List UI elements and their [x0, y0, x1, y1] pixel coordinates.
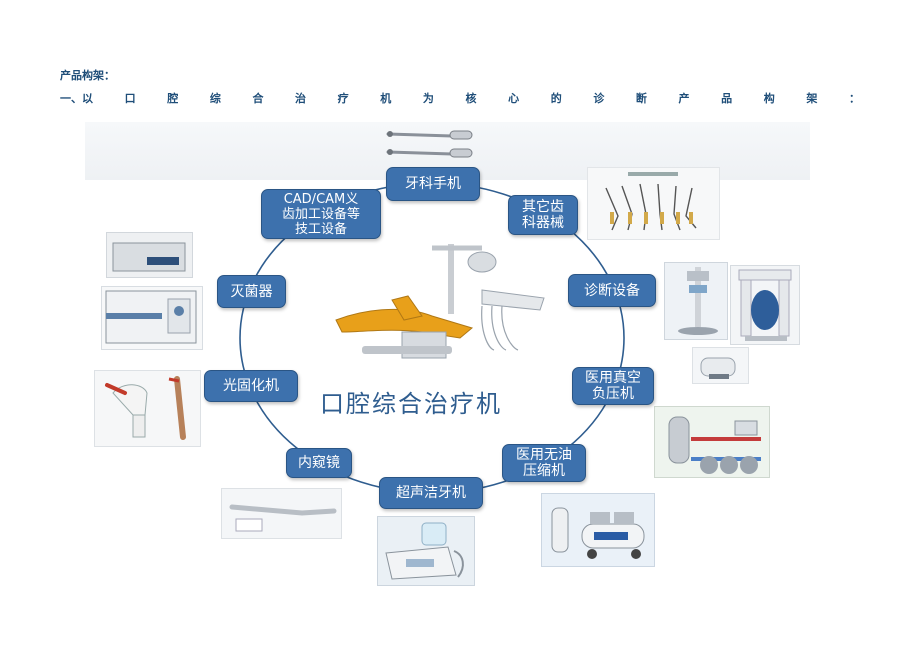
subtitle-char: 治	[295, 92, 307, 105]
subtitle-char: 一、以	[60, 92, 93, 105]
dental-chair-image	[335, 244, 545, 359]
endoscope-image	[221, 488, 342, 539]
center-title: 口腔综合治疗机	[320, 390, 502, 418]
subtitle-char: 构	[763, 92, 775, 105]
subtitle-char: ：	[848, 92, 860, 105]
node-cadcam-lab-equipment: CAD/CAM义 齿加工设备等 技工设备	[261, 189, 381, 239]
vacuum-system-image	[654, 406, 770, 478]
subtitle-char: 产	[678, 92, 690, 105]
curing-light-image	[94, 370, 201, 447]
node-endoscope: 内窥镜	[286, 448, 352, 478]
subtitle-char: 诊	[593, 92, 605, 105]
node-curing-light: 光固化机	[204, 370, 298, 402]
sterilizer-top-image	[106, 232, 193, 278]
node-diagnostic-equipment: 诊断设备	[568, 274, 656, 307]
subtitle-char: 架	[806, 92, 818, 105]
subtitle-char: 断	[635, 92, 647, 105]
subtitle-char: 口	[124, 92, 136, 105]
subtitle-char: 疗	[337, 92, 349, 105]
node-ultrasonic-scaler: 超声洁牙机	[379, 477, 483, 509]
subtitle-char: 品	[721, 92, 733, 105]
panoramic-xray-image	[730, 265, 800, 345]
handpiece-image	[386, 130, 473, 158]
sterilizer-bottom-image	[101, 286, 203, 350]
subtitle-char: 综	[209, 92, 221, 105]
node-oil-free-compressor: 医用无油 压缩机	[502, 444, 586, 482]
section-subtitle: 一、以 口 腔 综 合 治 疗 机 为 核 心 的 诊 断 产 品 构 架 ：	[60, 90, 860, 106]
subtitle-char: 腔	[167, 92, 179, 105]
subtitle-char: 的	[550, 92, 562, 105]
dental-instruments-image	[587, 167, 720, 240]
ultrasonic-scaler-image	[377, 516, 475, 586]
vacuum-device-image	[692, 347, 749, 384]
node-medical-vacuum: 医用真空 负压机	[572, 367, 654, 405]
node-sterilizer: 灭菌器	[217, 275, 286, 308]
subtitle-char: 核	[465, 92, 477, 105]
subtitle-char: 心	[508, 92, 520, 105]
oil-free-compressor-image	[541, 493, 655, 567]
subtitle-char: 机	[380, 92, 392, 105]
node-dental-handpiece: 牙科手机	[386, 167, 480, 201]
xray-unit-image	[664, 262, 728, 340]
node-other-dental-instruments: 其它齿 科器械	[508, 195, 578, 235]
subtitle-char: 为	[422, 92, 434, 105]
subtitle-char: 合	[252, 92, 264, 105]
section-title: 产品构架：	[60, 69, 115, 82]
